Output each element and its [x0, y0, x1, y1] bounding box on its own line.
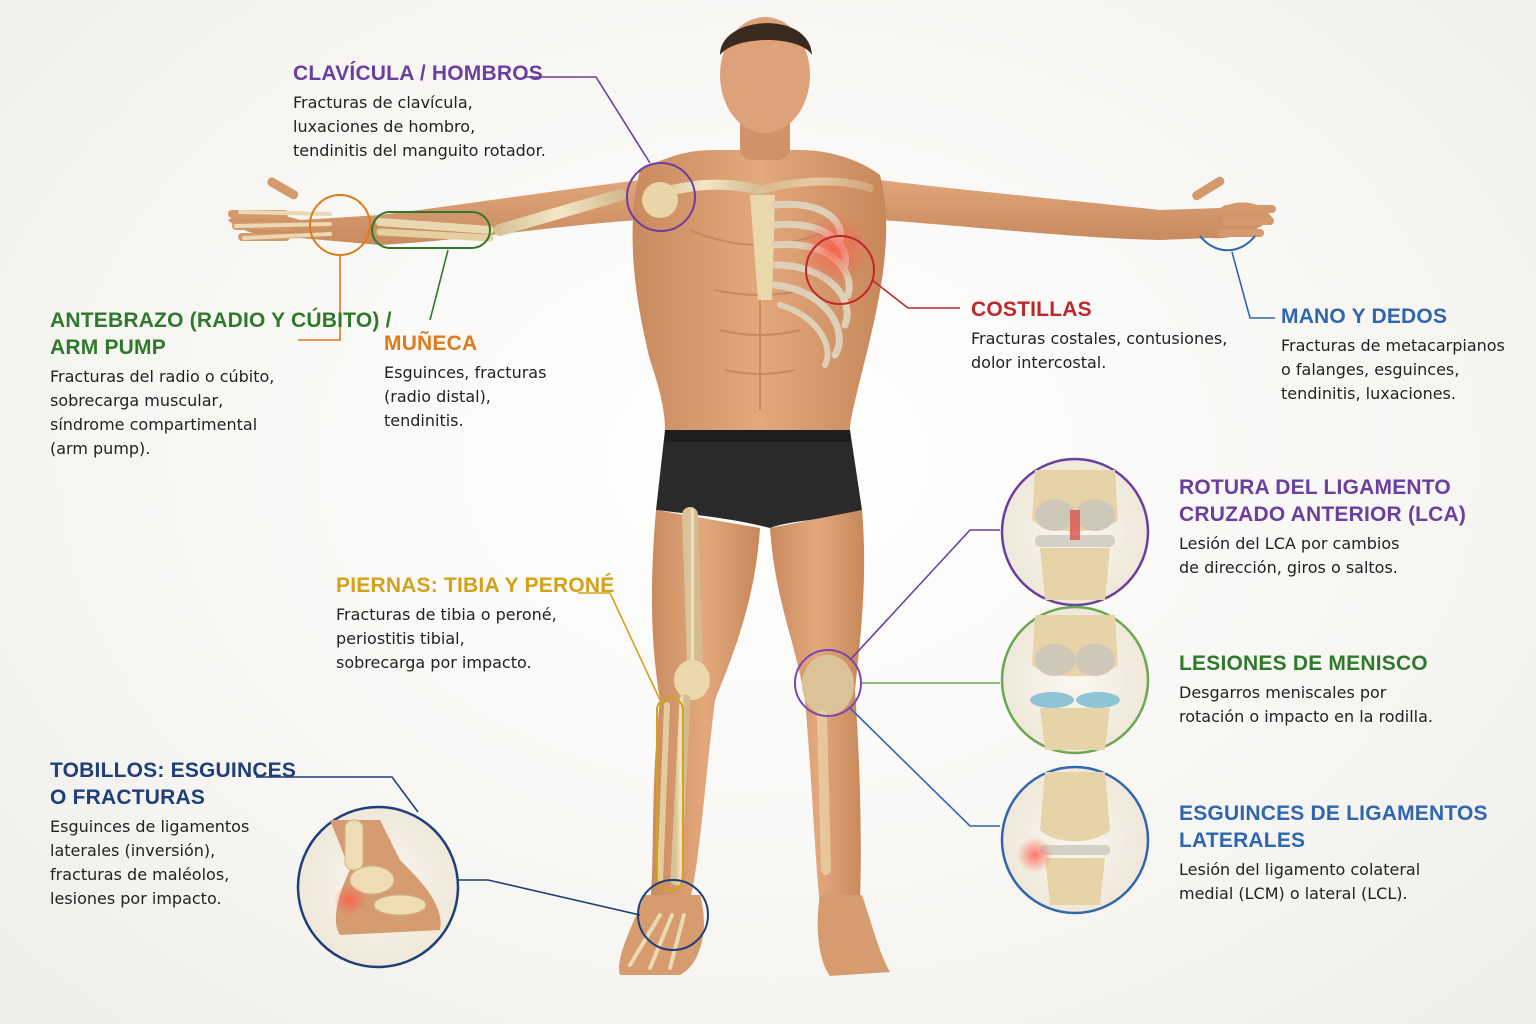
label-piernas-desc: Fracturas de tibia o peroné, periostitis…: [336, 605, 557, 672]
label-clavicula-title: CLAVÍCULA / HOMBROS: [293, 62, 543, 85]
label-mano-title: MANO Y DEDOS: [1281, 305, 1448, 328]
label-mano: MANO Y DEDOS Fracturas de metacarpianos …: [1281, 303, 1505, 406]
label-antebrazo-desc: Fracturas del radio o cúbito, sobrecarga…: [50, 367, 275, 458]
label-menisco-title: LESIONES DE MENISCO: [1179, 652, 1428, 675]
label-antebrazo: ANTEBRAZO (RADIO Y CÚBITO) / ARM PUMP Fr…: [50, 307, 392, 461]
label-clavicula-desc: Fracturas de clavícula, luxaciones de ho…: [293, 93, 546, 160]
label-laterales-desc: Lesión del ligamento colateral medial (L…: [1179, 860, 1421, 903]
label-laterales: ESGUINCES DE LIGAMENTOS LATERALES Lesión…: [1179, 800, 1488, 906]
label-menisco-desc: Desgarros meniscales por rotación o impa…: [1179, 683, 1433, 726]
label-menisco: LESIONES DE MENISCO Desgarros meniscales…: [1179, 650, 1433, 729]
label-tobillos-title: TOBILLOS: ESGUINCES O FRACTURAS: [50, 759, 297, 809]
right-hand: [1192, 176, 1276, 237]
label-costillas-desc: Fracturas costales, contusiones, dolor i…: [971, 329, 1228, 372]
label-lca-title: ROTURA DEL LIGAMENTO CRUZADO ANTERIOR (L…: [1179, 476, 1467, 526]
label-clavicula: CLAVÍCULA / HOMBROS Fracturas de clavícu…: [293, 60, 546, 163]
head: [720, 17, 810, 133]
label-costillas-title: COSTILLAS: [971, 298, 1092, 321]
ankle-inset: [296, 805, 460, 969]
right-arm: [880, 180, 1272, 240]
knee-acl-inset: [1000, 457, 1150, 607]
label-tobillos: TOBILLOS: ESGUINCES O FRACTURAS Esguince…: [50, 757, 296, 911]
label-muneca-title: MUÑECA: [384, 332, 478, 355]
knee-meniscus-inset: [1000, 605, 1150, 755]
label-tobillos-desc: Esguinces de ligamentos laterales (inver…: [50, 817, 250, 908]
label-costillas: COSTILLAS Fracturas costales, contusione…: [971, 296, 1227, 375]
shorts: [656, 430, 862, 528]
right-foot: [817, 895, 890, 976]
label-antebrazo-title: ANTEBRAZO (RADIO Y CÚBITO) / ARM PUMP: [50, 309, 392, 359]
knee-lateral-inset: [1000, 765, 1150, 915]
label-mano-desc: Fracturas de metacarpianos o falanges, e…: [1281, 336, 1505, 403]
label-muneca-desc: Esguinces, fracturas (radio distal), ten…: [384, 363, 547, 430]
label-laterales-title: ESGUINCES DE LIGAMENTOS LATERALES: [1179, 802, 1488, 852]
label-lca: ROTURA DEL LIGAMENTO CRUZADO ANTERIOR (L…: [1179, 474, 1466, 580]
label-muneca: MUÑECA Esguinces, fracturas (radio dista…: [384, 330, 546, 433]
label-piernas-title: PIERNAS: TIBIA Y PERONÉ: [336, 574, 615, 597]
label-piernas: PIERNAS: TIBIA Y PERONÉ Fracturas de tib…: [336, 572, 614, 675]
label-lca-desc: Lesión del LCA por cambios de dirección,…: [1179, 534, 1400, 577]
